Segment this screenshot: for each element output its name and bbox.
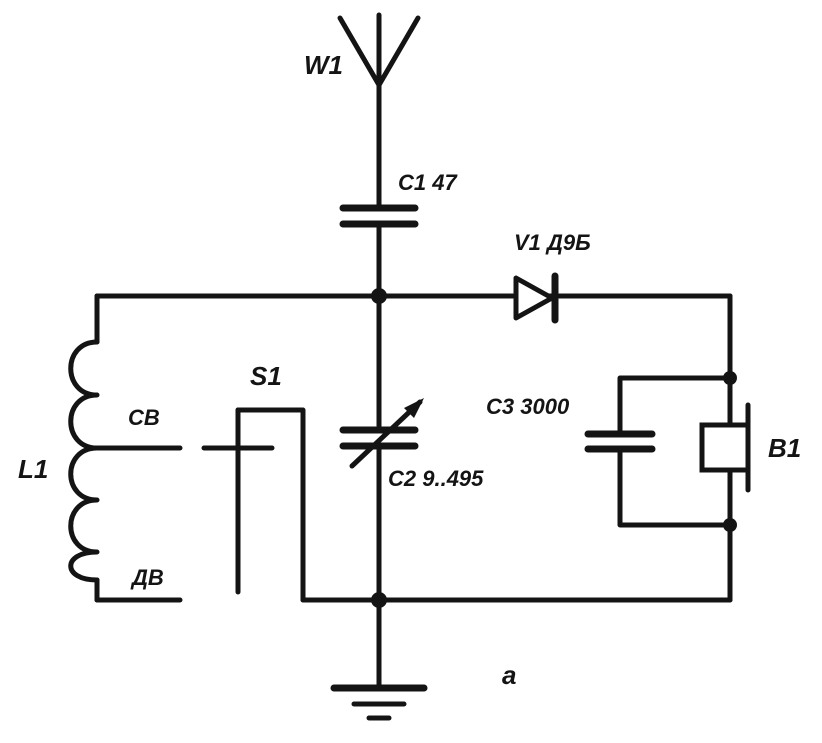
switch-label: S1: [250, 361, 282, 391]
diode-label: V1 Д9Б: [514, 230, 591, 255]
capacitor-c3: [584, 430, 656, 453]
tap-lw-label: ДВ: [130, 565, 164, 590]
c3-branch-top: [617, 375, 733, 436]
figure-letter: a: [502, 660, 516, 690]
headphone-label: B1: [768, 433, 801, 463]
antenna-w1: [337, 12, 421, 88]
capacitor-c2-label: C2 9..495: [388, 466, 484, 491]
tap-mw-label: СВ: [128, 405, 160, 430]
variable-capacitor-c2: [339, 398, 424, 469]
headphone-b1: [699, 375, 751, 528]
c3-branch-bottom: [617, 446, 733, 528]
capacitor-c3-label: C3 3000: [486, 394, 570, 419]
switch-s1: [201, 407, 306, 603]
ground-symbol: [330, 597, 428, 721]
junction-b1-bottom: [723, 518, 737, 532]
inductor-l1: [68, 293, 100, 603]
capacitor-c1: [339, 204, 419, 228]
junction-b1-top: [723, 371, 737, 385]
diode-v1: [513, 272, 559, 324]
capacitor-c1-label: C1 47: [398, 170, 458, 195]
antenna-label: W1: [304, 50, 343, 80]
inductor-label: L1: [18, 454, 48, 484]
